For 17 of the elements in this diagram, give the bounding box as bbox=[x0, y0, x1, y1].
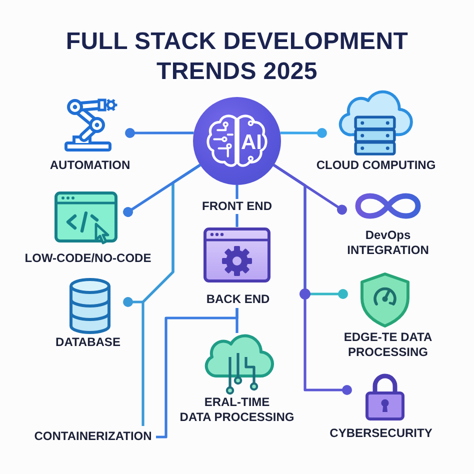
node-label: AUTOMATION bbox=[50, 158, 130, 173]
node-label: DevOps INTEGRATION bbox=[346, 228, 430, 258]
title: FULL STACK DEVELOPMENT TRENDS 2025 bbox=[64, 27, 410, 87]
node-label: CLOUD COMPUTING bbox=[316, 158, 436, 173]
node-label: ERAL-TIME DATA PROCESSING bbox=[180, 395, 294, 425]
node-label: DATABASE bbox=[56, 335, 120, 350]
connector bbox=[123, 164, 201, 217]
connector bbox=[273, 164, 352, 395]
node-label: CONTAINERIZATION bbox=[34, 429, 152, 444]
connector bbox=[125, 128, 194, 138]
connector bbox=[280, 128, 327, 138]
node-label: EDGE-TE DATA PROCESSING bbox=[342, 330, 434, 360]
node-label: CYBERSECURITY bbox=[330, 426, 432, 441]
connector bbox=[156, 308, 238, 438]
node-label: LOW-CODE/NO-CODE bbox=[24, 251, 152, 266]
node-label: AI bbox=[241, 132, 262, 152]
node-label: BACK END bbox=[206, 292, 270, 307]
